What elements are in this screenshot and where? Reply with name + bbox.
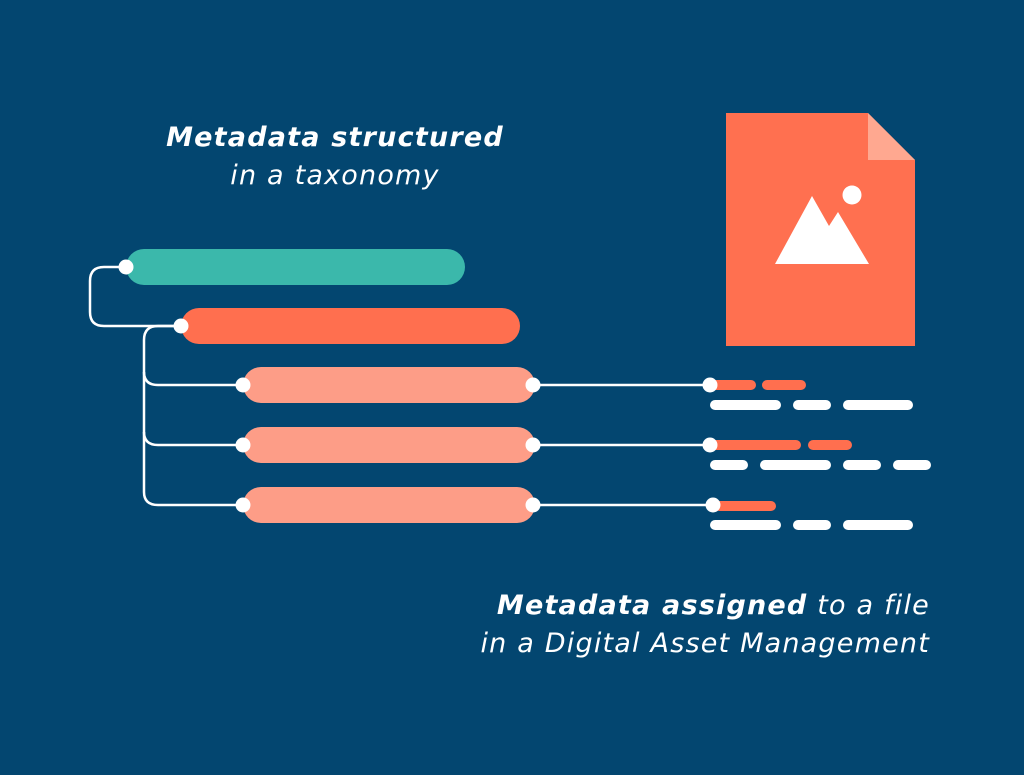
taxonomy-child-bar-2 [243, 427, 535, 463]
node-level1 [173, 318, 189, 334]
node-child-1-right [525, 377, 541, 393]
image-file-icon [726, 113, 915, 346]
metadata-node-1 [702, 377, 718, 393]
node-child-2-left [235, 437, 251, 453]
connector-child-1 [142, 371, 243, 387]
metadata-node-3 [705, 497, 721, 513]
file-fold [868, 113, 915, 160]
taxonomy-caption-bold: Metadata structured [166, 122, 504, 153]
dam-caption: Metadata assigned to a file in a Digital… [480, 587, 930, 663]
node-child-3-right [525, 497, 541, 513]
connector-root-to-level1 [88, 265, 181, 328]
node-root [118, 259, 134, 275]
metadata-nodes [702, 377, 721, 513]
dam-caption-rest: to a file [807, 590, 930, 621]
metadata-row-2 [710, 440, 931, 470]
metadata-row-3 [710, 501, 913, 530]
tree-connectors [88, 265, 713, 507]
taxonomy-level1-bar [181, 308, 520, 344]
metadata-row-1 [710, 380, 913, 410]
taxonomy-caption-line2: in a taxonomy [230, 160, 440, 191]
dam-caption-bold: Metadata assigned [496, 590, 808, 621]
connector-level1-to-children [142, 324, 243, 507]
node-child-1-left [235, 377, 251, 393]
node-child-2-right [525, 437, 541, 453]
mountain-shape [775, 196, 869, 264]
taxonomy-root-bar [126, 249, 465, 285]
metadata-node-2 [702, 437, 718, 453]
dam-caption-line2: in a Digital Asset Management [480, 628, 930, 659]
taxonomy-child-bar-1 [243, 367, 535, 403]
tree-nodes [118, 259, 541, 513]
taxonomy-child-bar-3 [243, 487, 535, 523]
node-child-3-left [235, 497, 251, 513]
sun-shape [842, 185, 862, 205]
file-metadata-rows [710, 380, 931, 530]
connector-child-2 [142, 431, 243, 447]
taxonomy-caption: Metadata structured in a taxonomy [140, 119, 530, 195]
